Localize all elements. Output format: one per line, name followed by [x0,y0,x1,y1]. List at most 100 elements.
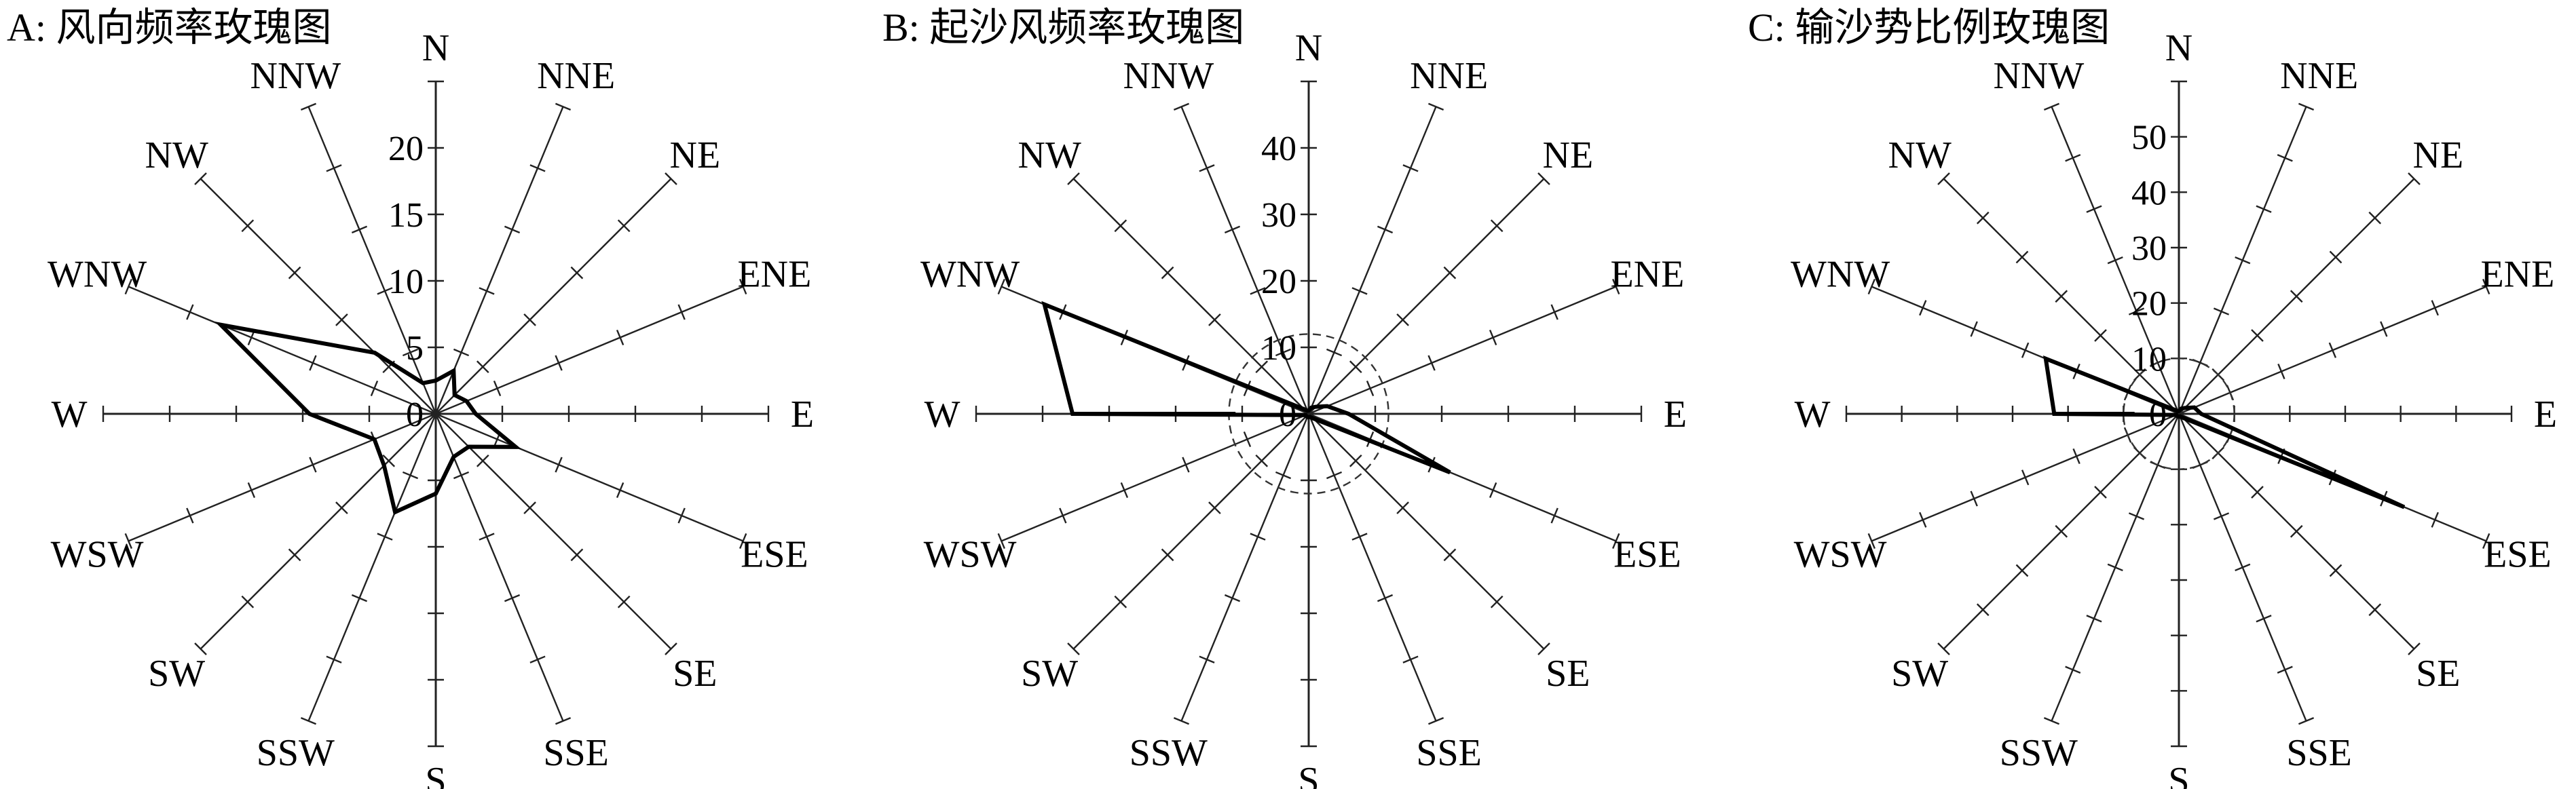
axis-tick [1976,211,1990,225]
axis-tick [2021,469,2030,486]
axis-tick [2021,342,2030,358]
axis-tick [1427,717,1444,725]
axis-tick [529,655,546,663]
axis-nne [434,106,564,415]
axis-nw [1072,178,1309,415]
axis-tick [2256,205,2272,213]
axis-tick [2015,250,2029,264]
axis-tick [1402,164,1419,172]
axis-tick [1199,655,1215,663]
axis-nnw [1180,106,1310,415]
axis-tick [1161,266,1174,280]
axis-tick [402,348,419,357]
axis-tick [2298,717,2315,725]
direction-label-ssw: SSW [2000,732,2078,774]
radial-tick-label: 20 [1261,263,1296,301]
axis-ene [435,286,744,415]
direction-label-ese: ESE [2484,534,2552,576]
axis-tick [2277,363,2285,380]
axis-tick [1366,380,1375,397]
axis-tick [476,454,489,467]
axis-tick [2086,205,2102,213]
axis-ese [435,412,744,542]
axis-tick [1612,533,1620,550]
axis-tick [479,287,495,295]
axis-tick [1490,219,1504,233]
direction-label-s: S [1298,760,1319,789]
axis-tick [1114,595,1127,609]
axis-tick [1489,482,1497,499]
axis-tick [1612,278,1620,295]
axis-tick [2094,329,2107,342]
axis-tick [2128,307,2145,315]
axis-tick [1173,717,1190,725]
axis-nnw [307,106,437,415]
axis-tick [1275,348,1292,357]
axis-tick [555,355,563,371]
axis-wnw [128,286,436,415]
axis-sw [200,413,436,650]
axis-tick [2065,154,2081,162]
direction-label-w: W [925,393,960,436]
direction-label-sse: SSE [1416,732,1482,774]
axis-tick [300,717,317,725]
axis-tick [1059,507,1067,524]
panel-a-wind-frequency-rose: A: 风向频率玫瑰图 NNNENEENEEESESESSESSSWSWWSWWW… [7,5,814,789]
axis-tick [309,355,317,371]
direction-label-sw: SW [148,653,205,695]
axis-tick [523,501,536,514]
axis-wsw [1001,412,1309,542]
rose-series-line [214,322,522,516]
direction-label-wnw: WNW [1791,253,1890,295]
axis-tick [2043,717,2060,725]
axis-tick [2235,563,2251,572]
direction-label-nnw: NNW [1123,55,1214,97]
axis-ssw [307,413,437,722]
axis-wsw [128,412,436,542]
axis-ssw [1180,413,1310,722]
direction-label-ssw: SSW [257,732,335,774]
direction-label-ene: ENE [2480,253,2554,295]
radial-tick-label: 15 [388,196,424,235]
axis-tick [377,533,393,541]
axis-tick [2482,278,2490,295]
axis-tick [2482,533,2490,550]
direction-label-ne: NE [2413,134,2464,176]
direction-label-sw: SW [1891,653,1948,695]
direction-label-sse: SSE [2286,732,2352,774]
axis-tick [309,457,317,473]
axis-tick [665,642,677,655]
radial-tick-label: 10 [1261,329,1296,368]
axis-tick [555,717,572,725]
axis-tick [1349,454,1362,467]
axis-tick [1173,102,1190,111]
axis-tick [1377,594,1394,602]
axis-tick [479,533,495,541]
axis-tick [335,501,348,514]
axis-tick [1114,219,1127,233]
axis-tick [1067,172,1080,185]
axis-tick [241,595,255,609]
axis-tick [2128,512,2145,520]
axis-nw [200,178,436,415]
axis-tick [570,266,584,280]
axis-tick [1377,225,1394,234]
axis-tick [2277,154,2293,162]
direction-label-n: N [1295,27,1322,69]
axis-tick [1199,164,1215,172]
radial-tick-label: 40 [1261,130,1296,168]
axis-tick [1867,533,1875,550]
axis-tick [1550,304,1558,320]
axis-tick [1396,501,1409,514]
axis-tick [1490,595,1504,609]
direction-label-n: N [422,27,449,69]
axis-tick [555,102,572,111]
axis-tick [370,380,379,397]
axis-tick [1867,278,1875,295]
axis-tick [2055,524,2068,538]
axis-tick [504,225,521,234]
axis-tick [194,642,207,655]
radial-tick-label: 20 [388,130,424,168]
direction-label-nw: NW [1018,134,1081,176]
radial-tick-label: 10 [388,263,424,301]
